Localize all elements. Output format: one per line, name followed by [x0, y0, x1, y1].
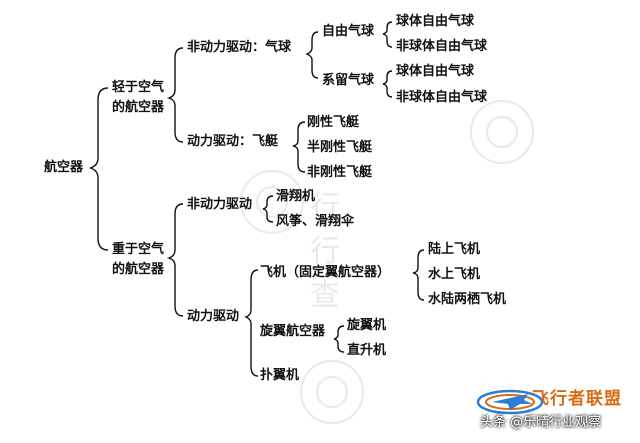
node-kite: 风筝、滑翔伞 [276, 214, 355, 229]
node-lighter-powered: 动力驱动：飞艇 [187, 134, 279, 149]
node-heavier-unpowered: 非动力驱动 [187, 197, 253, 212]
node-lighter-line1: 轻于空气 [112, 80, 165, 95]
node-free-spherical: 球体自由气球 [396, 14, 475, 29]
plane-logo-icon [476, 389, 544, 415]
source-credit: 头条 @乐晴行业观察 [480, 415, 602, 430]
node-rotorcraft: 旋翼航空器 [260, 324, 326, 339]
node-tethered-nonspherical: 非球体自由气球 [396, 90, 488, 105]
node-heavier-powered: 动力驱动 [187, 309, 240, 324]
node-heavier-line2: 的航空器 [112, 262, 165, 277]
node-helicopter: 直升机 [347, 343, 387, 358]
node-gyroplane: 旋翼机 [347, 318, 387, 333]
node-root: 航空器 [44, 160, 84, 175]
node-free-balloon: 自由气球 [322, 24, 375, 39]
node-semirigid-airship: 半刚性飞艇 [307, 140, 373, 155]
node-tethered-balloon: 系留气球 [322, 73, 375, 88]
node-land-plane: 陆上飞机 [428, 242, 481, 257]
brand-overlay: 飞行者联盟 头条 @乐晴行业观察 [470, 380, 635, 435]
node-ornithopter: 扑翼机 [260, 368, 300, 383]
node-free-nonspherical: 非球体自由气球 [396, 39, 488, 54]
node-lighter-line2: 的航空器 [112, 100, 165, 115]
node-glider: 滑翔机 [276, 189, 316, 204]
node-lighter-unpowered: 非动力驱动：气球 [187, 40, 292, 55]
node-airplane: 飞机（固定翼航空器） [260, 265, 391, 280]
node-amphibian: 水陆两栖飞机 [428, 292, 507, 307]
node-rigid-airship: 刚性飞艇 [307, 115, 360, 130]
node-heavier-line1: 重于空气 [112, 242, 165, 257]
node-nonrigid-airship: 非刚性飞艇 [307, 165, 373, 180]
node-tethered-spherical: 球体自由气球 [396, 64, 475, 79]
node-seaplane: 水上飞机 [428, 267, 481, 282]
brand-name: 飞行者联盟 [532, 389, 622, 409]
